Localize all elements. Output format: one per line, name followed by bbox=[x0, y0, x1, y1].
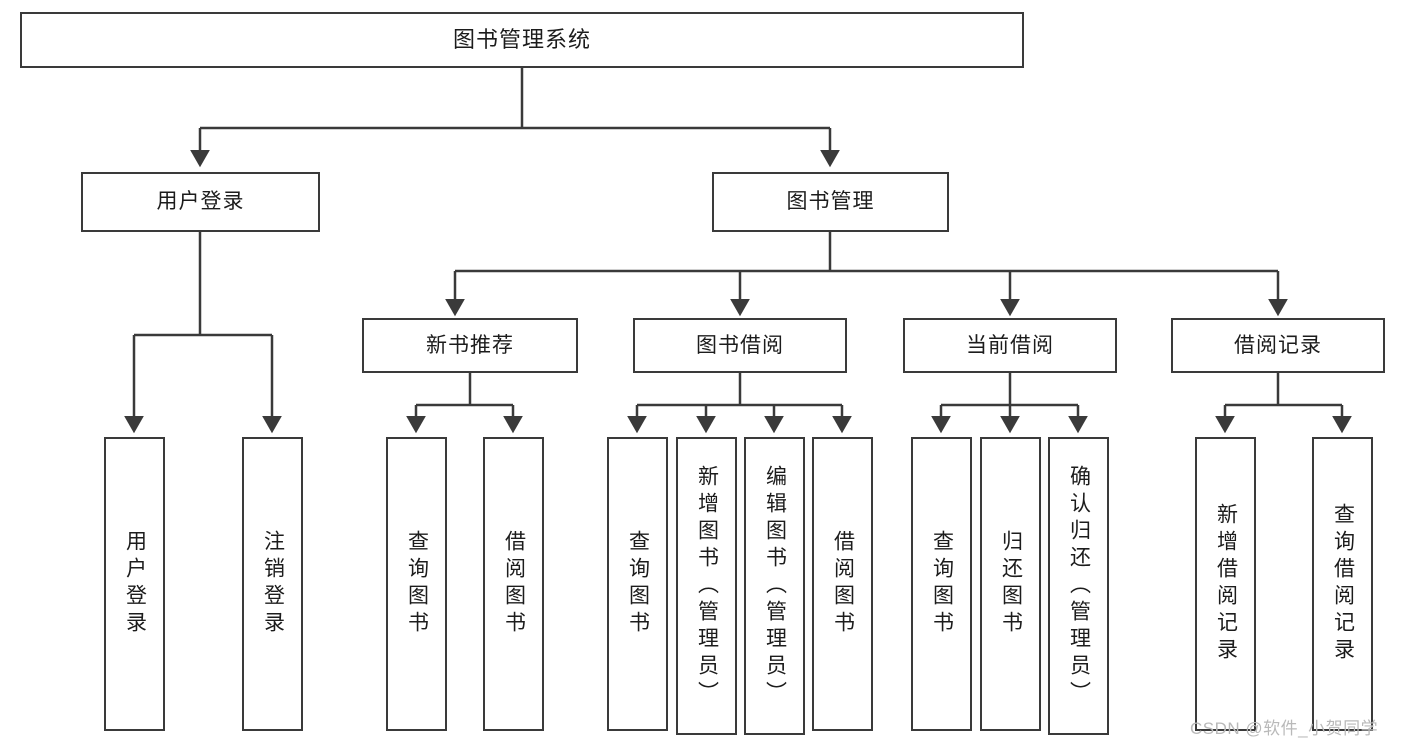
leaf-user-login-logout[interactable]: 注销登录 bbox=[242, 437, 303, 731]
leaf-label: 查询图书 bbox=[405, 530, 429, 638]
leaf-label: 新增图书（管理员） bbox=[695, 464, 719, 708]
leaf-recommend-query-book[interactable]: 查询图书 bbox=[386, 437, 447, 731]
leaf-current-query-book[interactable]: 查询图书 bbox=[911, 437, 972, 731]
node-book-borrow[interactable]: 图书借阅 bbox=[633, 318, 847, 373]
leaf-label: 新增借阅记录 bbox=[1214, 503, 1238, 665]
node-borrow-record[interactable]: 借阅记录 bbox=[1171, 318, 1385, 373]
node-current-borrow[interactable]: 当前借阅 bbox=[903, 318, 1117, 373]
leaf-user-login-login[interactable]: 用户登录 bbox=[104, 437, 165, 731]
leaf-label: 归还图书 bbox=[999, 530, 1023, 638]
leaf-borrow-edit-book-admin[interactable]: 编辑图书（管理员） bbox=[744, 437, 805, 735]
leaf-record-query-record[interactable]: 查询借阅记录 bbox=[1312, 437, 1373, 731]
leaf-label: 查询借阅记录 bbox=[1331, 503, 1355, 665]
leaf-borrow-add-book-admin[interactable]: 新增图书（管理员） bbox=[676, 437, 737, 735]
leaf-label: 查询图书 bbox=[930, 530, 954, 638]
leaf-record-add-record[interactable]: 新增借阅记录 bbox=[1195, 437, 1256, 731]
leaf-current-return-book[interactable]: 归还图书 bbox=[980, 437, 1041, 731]
leaf-borrow-query-book[interactable]: 查询图书 bbox=[607, 437, 668, 731]
node-root-system[interactable]: 图书管理系统 bbox=[20, 12, 1024, 68]
node-user-login[interactable]: 用户登录 bbox=[81, 172, 320, 232]
node-new-book-recommend[interactable]: 新书推荐 bbox=[362, 318, 578, 373]
node-book-management[interactable]: 图书管理 bbox=[712, 172, 949, 232]
leaf-label: 借阅图书 bbox=[831, 530, 855, 638]
leaf-label: 确认归还（管理员） bbox=[1067, 464, 1091, 708]
leaf-label: 注销登录 bbox=[261, 530, 285, 638]
leaf-label: 查询图书 bbox=[626, 530, 650, 638]
leaf-recommend-borrow-book[interactable]: 借阅图书 bbox=[483, 437, 544, 731]
leaf-label: 编辑图书（管理员） bbox=[763, 464, 787, 708]
leaf-label: 用户登录 bbox=[123, 530, 147, 638]
leaf-borrow-borrow-book[interactable]: 借阅图书 bbox=[812, 437, 873, 731]
leaf-current-confirm-return-admin[interactable]: 确认归还（管理员） bbox=[1048, 437, 1109, 735]
leaf-label: 借阅图书 bbox=[502, 530, 526, 638]
watermark-credit: CSDN @软件_小贺同学 bbox=[1190, 719, 1379, 738]
